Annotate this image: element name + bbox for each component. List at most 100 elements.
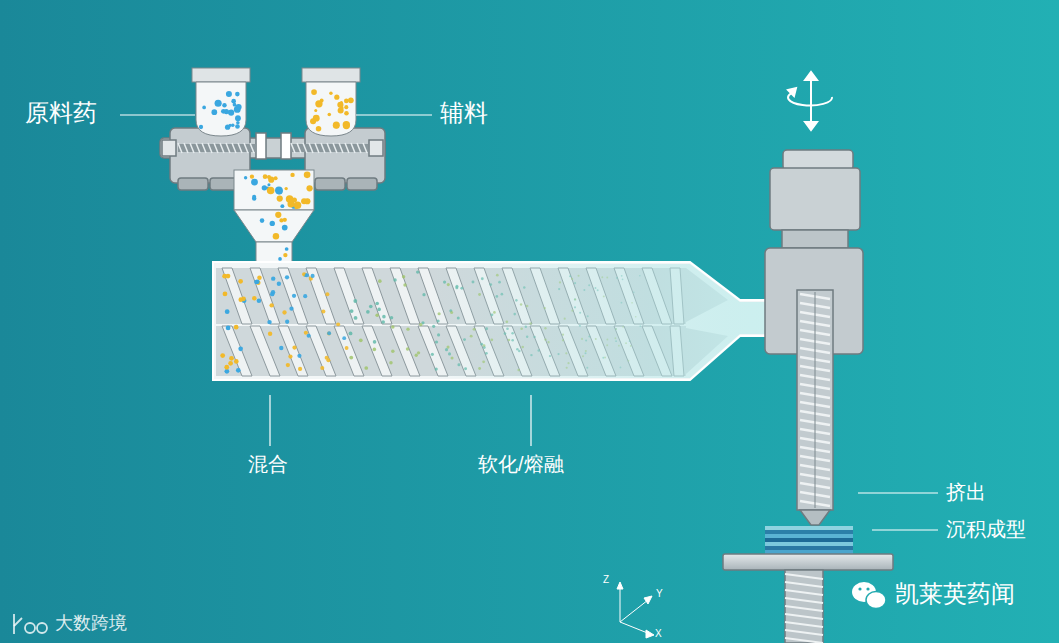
particle	[348, 97, 354, 103]
particle	[354, 316, 358, 320]
particle	[235, 115, 241, 121]
screw-flight	[238, 143, 242, 153]
particle	[306, 185, 312, 191]
brand-logo	[14, 614, 47, 634]
particle	[224, 369, 229, 374]
stage-label: 沉积成型	[946, 517, 1026, 541]
build-plate	[723, 554, 893, 643]
particle	[251, 179, 258, 186]
screw-flight	[390, 326, 420, 376]
plate-screw	[785, 574, 823, 643]
particle	[382, 315, 386, 319]
particle	[353, 299, 357, 303]
particle	[313, 115, 320, 122]
particle	[275, 186, 283, 194]
screw-flight	[333, 143, 337, 153]
screw-shaft	[291, 144, 368, 152]
stage-label: 挤出	[946, 480, 986, 504]
particle	[390, 316, 394, 320]
particle	[307, 334, 311, 338]
particle	[225, 309, 230, 314]
melt-zone	[430, 264, 800, 378]
particle	[199, 125, 203, 129]
screw-flight	[309, 143, 313, 153]
particle	[389, 361, 393, 365]
particle	[286, 195, 294, 203]
particle	[226, 326, 231, 331]
screw-flight	[362, 326, 392, 376]
screw-thread	[785, 606, 823, 611]
particle	[215, 100, 222, 107]
particle	[231, 99, 236, 104]
particle	[333, 122, 340, 129]
particle	[284, 187, 287, 190]
feeders	[160, 128, 385, 190]
screw-flight	[306, 268, 336, 324]
particle	[294, 201, 301, 208]
screw-thread	[785, 582, 823, 587]
particle	[202, 106, 206, 110]
particle	[279, 218, 283, 222]
particle	[285, 320, 289, 324]
particle	[349, 356, 353, 360]
particle	[297, 354, 301, 358]
particle	[416, 270, 419, 273]
screw-flight	[202, 143, 206, 153]
particle	[285, 247, 289, 251]
particle	[268, 331, 272, 335]
mixing-funnel	[234, 170, 314, 268]
particle	[231, 124, 234, 127]
particle	[366, 310, 370, 314]
ingredient-label: 原料药	[25, 99, 97, 128]
screw-flight	[250, 326, 280, 376]
screw-flight	[278, 268, 308, 324]
screw-flight	[339, 143, 343, 153]
particle	[238, 279, 243, 284]
screw-flight	[196, 143, 200, 153]
screw-thread	[785, 630, 823, 635]
particle	[222, 103, 226, 107]
screw-flight	[214, 143, 218, 153]
particle	[263, 174, 268, 179]
particle	[325, 292, 329, 296]
particle	[422, 293, 425, 296]
screw-flight	[357, 143, 361, 153]
screw-flight	[244, 143, 248, 153]
particle	[344, 111, 349, 116]
particle	[224, 109, 229, 114]
axis-label: X	[655, 628, 662, 640]
screw-flight	[345, 143, 349, 153]
motion-icon	[788, 72, 832, 130]
particle	[375, 313, 379, 317]
particle	[289, 307, 293, 311]
watermark: 凯莱英药闻	[895, 580, 1015, 609]
particle	[260, 218, 265, 223]
screw-flight	[208, 143, 212, 153]
particle	[305, 273, 309, 277]
particle	[345, 346, 349, 350]
particle	[280, 204, 284, 208]
particle	[241, 297, 246, 302]
particle	[288, 354, 292, 358]
particle	[228, 361, 233, 366]
particle	[267, 183, 270, 186]
layer	[765, 538, 853, 542]
particle	[344, 105, 348, 109]
particle	[321, 309, 325, 313]
ingredient-label: 辅料	[440, 99, 488, 128]
particle	[211, 109, 217, 115]
screw-flight	[222, 326, 252, 376]
particle	[311, 89, 317, 95]
particle	[252, 296, 257, 301]
particle	[292, 345, 296, 349]
particle	[369, 305, 373, 309]
particle	[417, 351, 420, 354]
particle	[373, 348, 377, 352]
particle	[226, 274, 231, 279]
particle	[257, 298, 262, 303]
particle	[295, 205, 299, 209]
screw-flight	[362, 268, 392, 324]
